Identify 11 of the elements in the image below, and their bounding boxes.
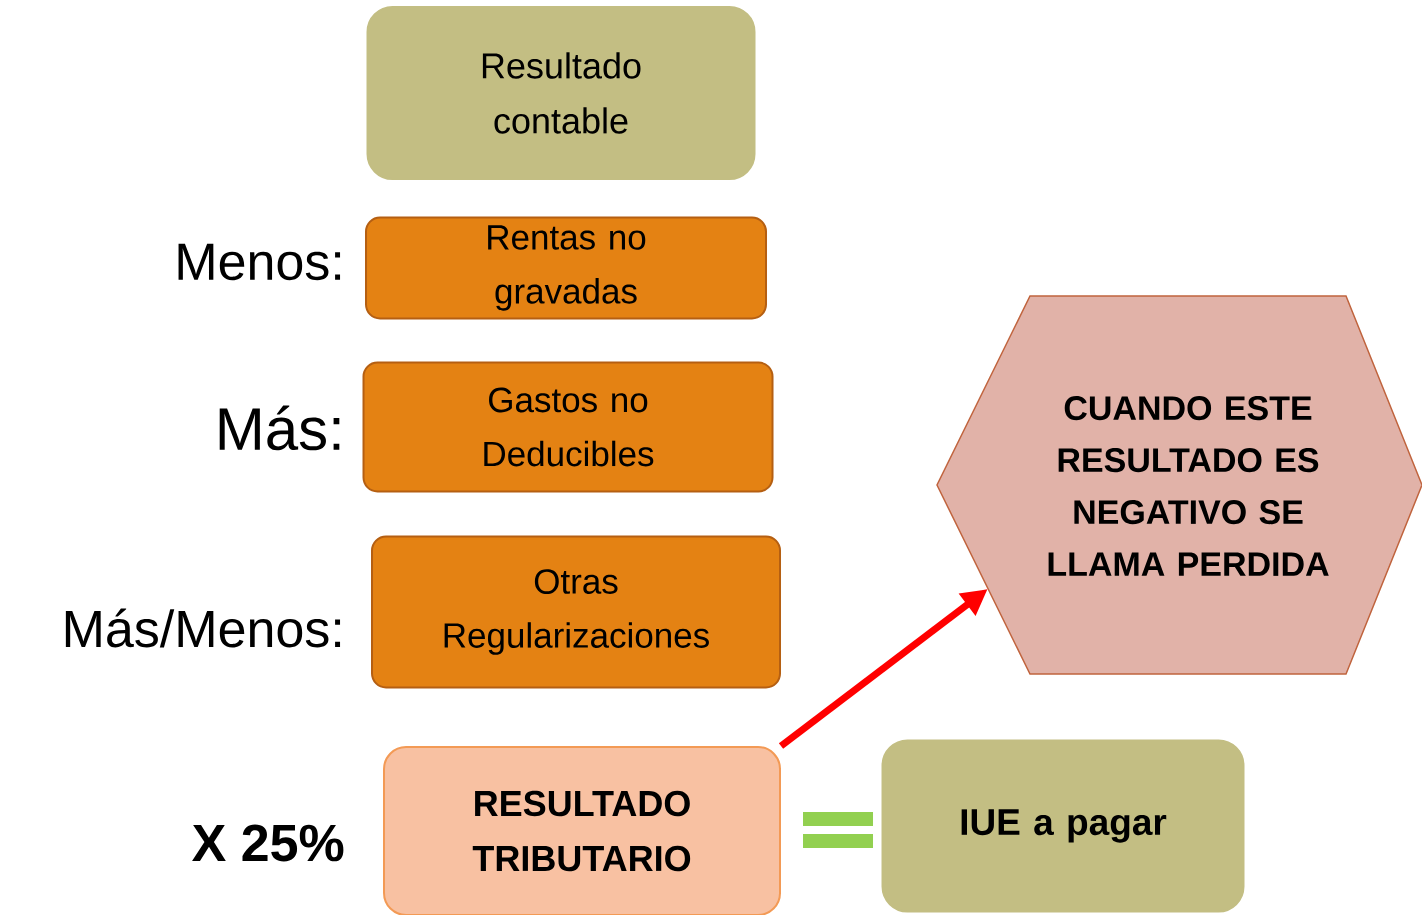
hexagon: CUANDO ESTE RESULTADO ES NEGATIVO SE LLAMA PERDIDA xyxy=(936,295,1422,675)
process-box: IUE a pagar xyxy=(881,739,1245,913)
process-box: RESULTADO TRIBUTARIO xyxy=(383,746,781,915)
side-label: X 25% xyxy=(192,824,344,862)
process-box: Gastos no Deducibles xyxy=(362,361,774,493)
side-label: Menos: xyxy=(178,243,341,281)
process-box: Otras Regularizaciones xyxy=(371,535,781,689)
side-label: Más/Menos: xyxy=(65,608,341,648)
process-box: Resultado contable xyxy=(366,6,756,180)
process-box: Rentas no gravadas xyxy=(365,216,767,320)
side-label: Más: xyxy=(219,405,340,451)
